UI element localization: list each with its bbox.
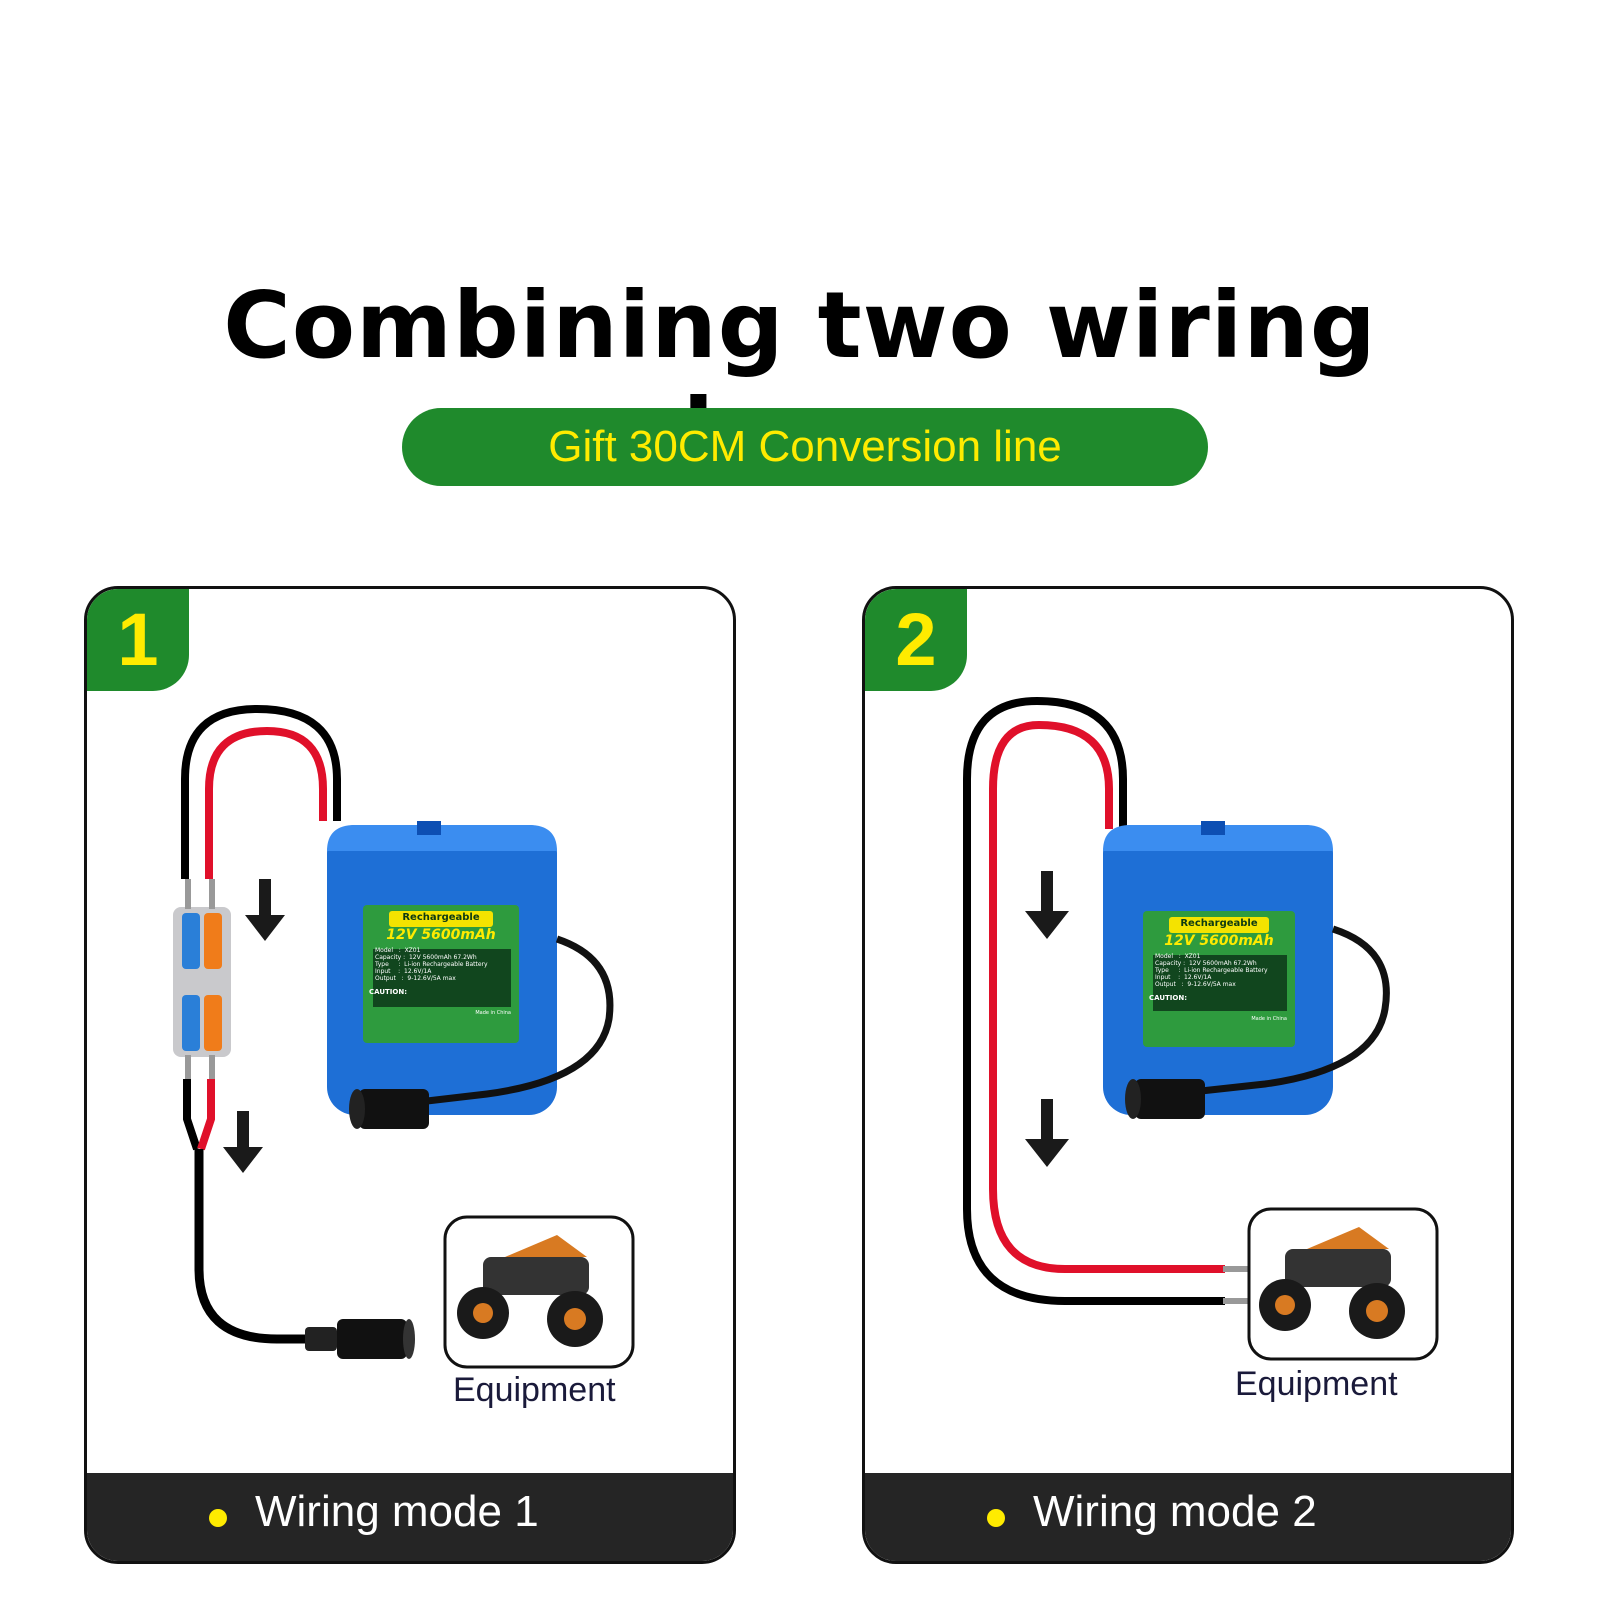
battery-spec-2: Type : Li-ion Rechargeable Battery	[1155, 967, 1268, 974]
battery-badge-text: Rechargeable	[402, 912, 480, 923]
bullet-dot-icon	[209, 1509, 227, 1527]
wiring-panel-1: 1 Rechargeable 12V 5600mAh Model : XZ01 …	[84, 586, 736, 1564]
dc-socket-icon	[1125, 1079, 1205, 1119]
mode-label-1: Wiring mode 1	[255, 1487, 539, 1536]
black-wire-top	[181, 704, 341, 879]
wiring-diagram-1	[173, 704, 635, 1369]
battery-spec-0: Model : XZ01	[375, 947, 421, 954]
red-wire	[989, 720, 1225, 1273]
battery-spec-3: Input : 12.6V/1A	[1155, 974, 1212, 981]
battery-spec-2: Type : Li-ion Rechargeable Battery	[375, 961, 488, 968]
red-wire-top	[205, 726, 327, 879]
battery-rating: 12V 5600mAh	[386, 927, 496, 943]
bullet-dot-icon	[987, 1509, 1005, 1527]
barrel-plug-icon	[305, 1319, 415, 1359]
battery-spec-4: Output : 9-12.6V/5A max	[375, 975, 456, 982]
lever-connector-icon	[173, 879, 231, 1079]
equipment-label-2: Equipment	[1235, 1365, 1398, 1403]
battery-pack-icon	[1103, 821, 1333, 1115]
gift-banner: Gift 30CM Conversion line	[402, 408, 1208, 486]
battery-pack-icon	[327, 821, 557, 1115]
battery-spec-1: Capacity : 12V 5600mAh 67.2Wh	[375, 954, 477, 961]
step-badge-2: 2	[865, 589, 967, 691]
mode-footer-2: Wiring mode 2	[865, 1473, 1511, 1561]
battery-made-in: Made in China	[1251, 1016, 1287, 1022]
battery-label-2: Rechargeable 12V 5600mAh Model : XZ01 Ca…	[1143, 911, 1295, 1022]
battery-rating: 12V 5600mAh	[1164, 933, 1274, 949]
mode-label-2: Wiring mode 2	[1033, 1487, 1317, 1536]
down-arrow-icon	[1025, 871, 1069, 1167]
gift-banner-text: Gift 30CM Conversion line	[548, 422, 1062, 471]
battery-spec-4: Output : 9-12.6V/5A max	[1155, 981, 1236, 988]
step-badge-1: 1	[87, 589, 189, 691]
battery-caution: CAUTION:	[369, 988, 408, 996]
black-wire	[963, 696, 1225, 1305]
battery-caution: CAUTION:	[1149, 994, 1188, 1002]
wiring-diagram-2	[963, 696, 1439, 1361]
down-arrow-icon	[223, 879, 285, 1173]
battery-badge-text: Rechargeable	[1180, 918, 1258, 929]
battery-label-1: Rechargeable 12V 5600mAh Model : XZ01 Ca…	[363, 905, 519, 1016]
lower-cable	[194, 1149, 307, 1344]
wiring-panel-2: 2 Rechargeable 12V 5600mAh Model : XZ01 …	[862, 586, 1514, 1564]
rc-car-icon	[1259, 1227, 1405, 1339]
dc-socket-icon	[349, 1089, 429, 1129]
battery-spec-3: Input : 12.6V/1A	[375, 968, 432, 975]
rc-car-icon	[457, 1235, 603, 1347]
battery-spec-1: Capacity : 12V 5600mAh 67.2Wh	[1155, 960, 1257, 967]
mode-footer-1: Wiring mode 1	[87, 1473, 733, 1561]
battery-made-in: Made in China	[475, 1010, 511, 1016]
battery-spec-0: Model : XZ01	[1155, 953, 1201, 960]
equipment-label-1: Equipment	[453, 1371, 616, 1409]
